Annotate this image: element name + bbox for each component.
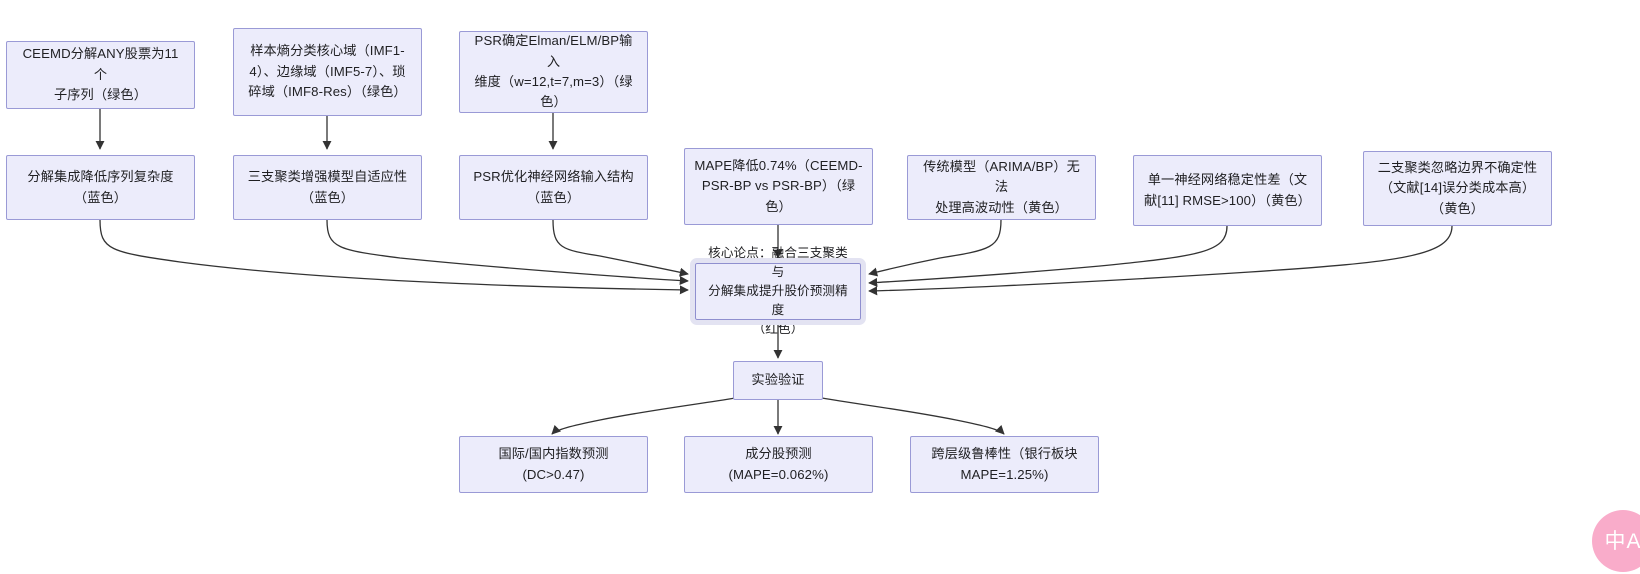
edge-experiment-to-robust: [821, 397, 1005, 435]
node-result-index-forecast[interactable]: 国际/国内指数预测 (DC>0.47): [459, 436, 648, 493]
node-claim-three-way-clustering-label: 三支聚类增强模型自适应性 （蓝色）: [247, 169, 408, 205]
node-result-constituent-stock[interactable]: 成分股预测 (MAPE=0.062%): [684, 436, 873, 493]
edge-singlenn-to-core: [868, 225, 1228, 288]
node-gap-single-neural-network[interactable]: 单一神经网络稳定性差（文 献[11] RMSE>100）（黄色）: [1133, 155, 1322, 226]
node-result-index-forecast-label: 国际/国内指数预测 (DC>0.47): [498, 446, 609, 482]
edge-decompose-to-core: [99, 219, 689, 295]
node-evidence-ceemd-label: CEEMD分解ANY股票为11个 子序列（绿色）: [22, 46, 179, 103]
node-gap-traditional-model-label: 传统模型（ARIMA/BP）无法 处理高波动性（黄色）: [923, 158, 1080, 215]
edge-traditional-to-core: [868, 219, 1002, 277]
node-evidence-psr-dimension[interactable]: PSR确定Elman/ELM/BP输入 维度（w=12,t=7,m=3）（绿 色…: [459, 31, 648, 113]
node-core-thesis-label: 核心论点：融合三支聚类与 分解集成提升股价预测精度 （红色）: [708, 246, 848, 336]
edge-threeway-to-core: [326, 219, 689, 286]
node-evidence-mape-reduction[interactable]: MAPE降低0.74%（CEEMD- PSR-BP vs PSR-BP）（绿 色…: [684, 148, 873, 225]
watermark-badge: 中A: [1592, 510, 1640, 572]
node-gap-two-way-clustering-label: 二支聚类忽略边界不确定性 （文献[14]误分类成本高） （黄色）: [1377, 159, 1538, 216]
watermark-label: 中A: [1604, 529, 1640, 553]
node-claim-decompose[interactable]: 分解集成降低序列复杂度 （蓝色）: [6, 155, 195, 220]
node-gap-traditional-model[interactable]: 传统模型（ARIMA/BP）无法 处理高波动性（黄色）: [907, 155, 1096, 220]
node-claim-decompose-label: 分解集成降低序列复杂度 （蓝色）: [27, 169, 174, 205]
node-claim-psr-structure-label: PSR优化神经网络输入结构 （蓝色）: [473, 169, 634, 205]
node-evidence-ceemd[interactable]: CEEMD分解ANY股票为11个 子序列（绿色）: [6, 41, 195, 109]
node-evidence-sample-entropy[interactable]: 样本熵分类核心域（IMF1- 4）、边缘域（IMF5-7）、琐 碎域（IMF8-…: [233, 28, 422, 116]
node-evidence-psr-dimension-label: PSR确定Elman/ELM/BP输入 维度（w=12,t=7,m=3）（绿 色…: [474, 33, 633, 110]
node-experiment-validation[interactable]: 实验验证: [733, 361, 823, 400]
node-gap-single-neural-network-label: 单一神经网络稳定性差（文 献[11] RMSE>100）（黄色）: [1144, 172, 1311, 208]
node-claim-psr-structure[interactable]: PSR优化神经网络输入结构 （蓝色）: [459, 155, 648, 220]
edge-psrstruct-to-core: [552, 219, 689, 277]
node-result-cross-level-robustness[interactable]: 跨层级鲁棒性（银行板块 MAPE=1.25%): [910, 436, 1099, 493]
edge-twoway-to-core: [868, 225, 1453, 296]
node-result-cross-level-robustness-label: 跨层级鲁棒性（银行板块 MAPE=1.25%): [931, 446, 1078, 482]
node-core-thesis[interactable]: 核心论点：融合三支聚类与 分解集成提升股价预测精度 （红色）: [690, 246, 866, 336]
node-evidence-mape-reduction-label: MAPE降低0.74%（CEEMD- PSR-BP vs PSR-BP）（绿 色…: [694, 157, 863, 214]
node-result-constituent-stock-label: 成分股预测 (MAPE=0.062%): [728, 446, 829, 482]
node-gap-two-way-clustering[interactable]: 二支聚类忽略边界不确定性 （文献[14]误分类成本高） （黄色）: [1363, 151, 1552, 226]
node-experiment-validation-label: 实验验证: [751, 372, 805, 388]
node-claim-three-way-clustering[interactable]: 三支聚类增强模型自适应性 （蓝色）: [233, 155, 422, 220]
node-evidence-sample-entropy-label: 样本熵分类核心域（IMF1- 4）、边缘域（IMF5-7）、琐 碎域（IMF8-…: [248, 43, 407, 100]
edge-experiment-to-index: [551, 397, 736, 435]
